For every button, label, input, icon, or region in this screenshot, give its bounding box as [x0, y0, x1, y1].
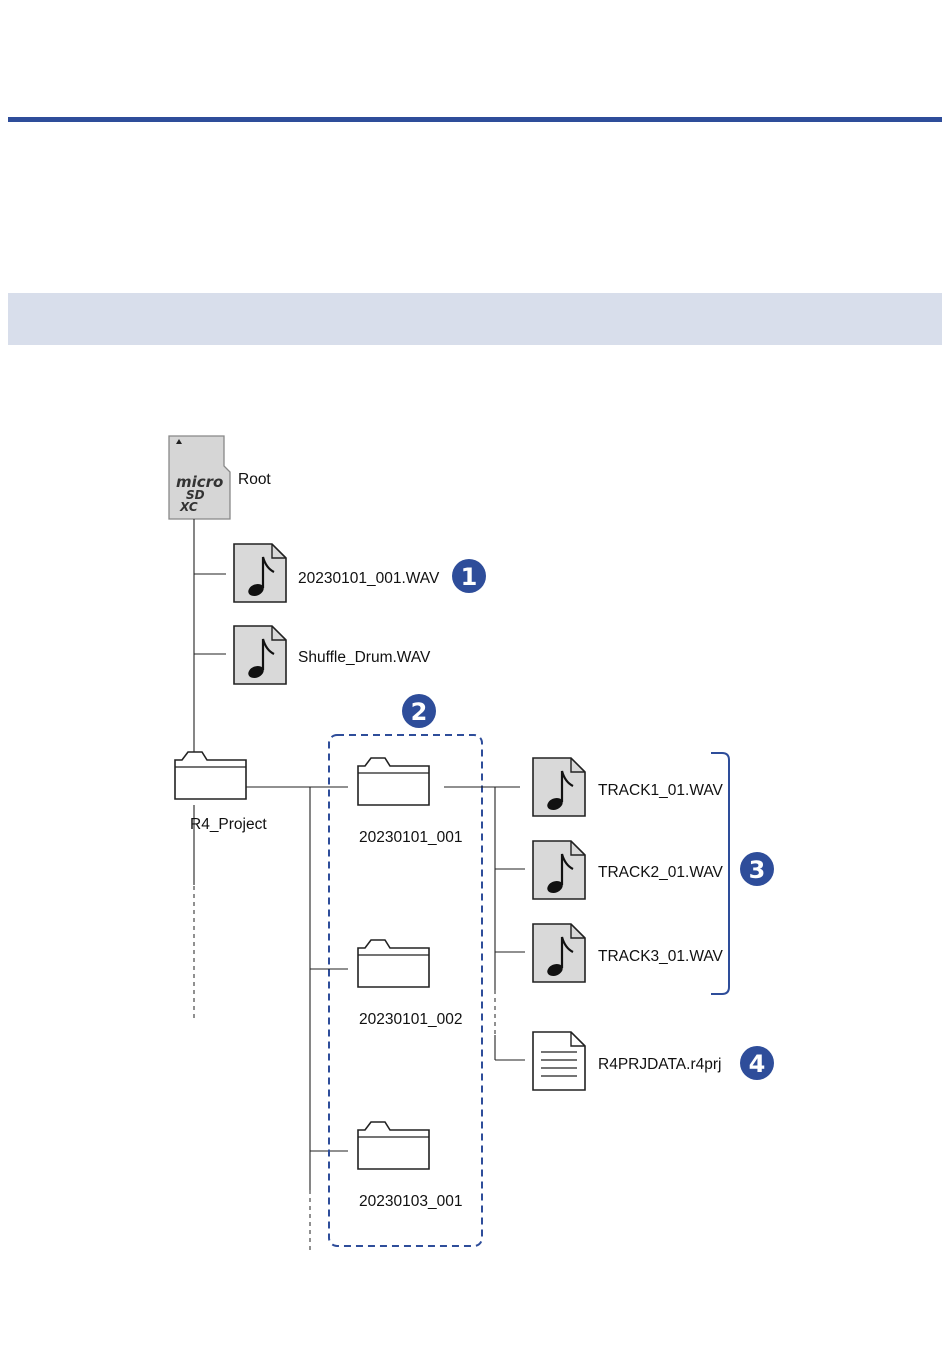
audio-file-icon	[234, 626, 286, 684]
document-file-icon	[533, 1032, 585, 1090]
track-file-label: TRACK2_01.WAV	[598, 864, 724, 881]
subfolder-label: 20230101_001	[359, 829, 462, 846]
subfolder-label: 20230101_002	[359, 1011, 462, 1028]
badge-4: 4	[740, 1046, 774, 1080]
folder-icon	[358, 1122, 429, 1169]
svg-text:3: 3	[749, 856, 766, 884]
svg-text:1: 1	[461, 563, 478, 591]
track-file-label: TRACK1_01.WAV	[598, 782, 724, 799]
project-folder-label: R4_Project	[190, 816, 267, 833]
root-file-label: Shuffle_Drum.WAV	[298, 649, 431, 666]
folder-icon	[175, 752, 246, 799]
project-data-label: R4PRJDATA.r4prj	[598, 1056, 721, 1073]
root-label: Root	[238, 471, 271, 488]
folder-icon	[358, 940, 429, 987]
root-file-label: 20230101_001.WAV	[298, 570, 440, 587]
subfolder-label: 20230103_001	[359, 1193, 462, 1210]
badge-2: 2	[402, 694, 436, 728]
track-file-label: TRACK3_01.WAV	[598, 948, 724, 965]
audio-file-icon	[533, 924, 585, 982]
badge-3: 3	[740, 852, 774, 886]
audio-file-icon	[533, 758, 585, 816]
svg-text:XC: XC	[179, 500, 198, 514]
microsd-card-icon: micro SD XC	[169, 436, 230, 519]
audio-file-icon	[234, 544, 286, 602]
badge-1: 1	[452, 559, 486, 593]
svg-text:2: 2	[411, 698, 428, 726]
folder-icon	[358, 758, 429, 805]
audio-file-icon	[533, 841, 585, 899]
svg-text:4: 4	[749, 1050, 766, 1078]
